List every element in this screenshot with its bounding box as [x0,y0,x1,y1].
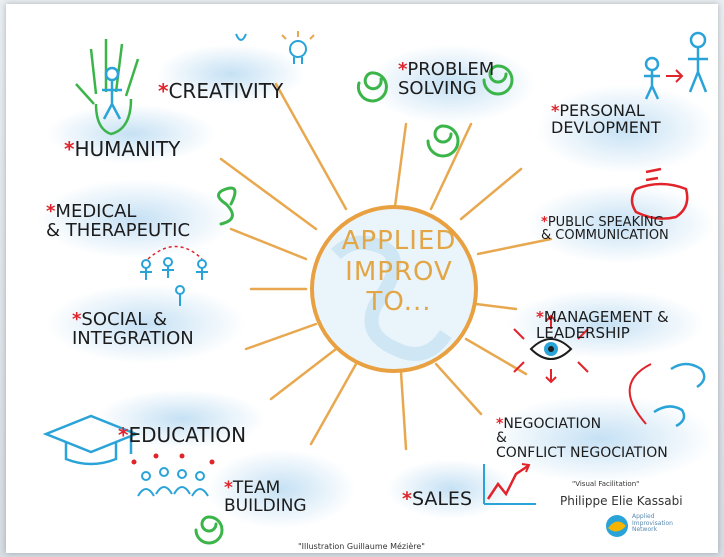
topic-label: Management & Leadership [536,307,669,342]
marker: * [551,100,560,120]
topic-medical: *Medical & Therapeutic [46,184,190,241]
topic-sales: *Sales [402,470,472,510]
credit-author: Philippe Elie Kassabi [560,494,683,508]
illustration-layer [42,31,708,545]
org-line-1: Applied [632,513,655,520]
marker: * [496,415,504,432]
center-globe-ring [310,205,478,373]
org-line-2: Improvisation [632,519,673,527]
people-network-icon [140,257,208,306]
credit-illustration: "Illustration Guillaume Mézière" [298,542,425,551]
topic-label: Problem Solving [398,58,495,99]
marker: * [536,307,544,326]
wash-problem [366,44,536,124]
expand-arrows-icon [513,314,589,384]
topic-label: Negociation & Conflict Negociation [496,415,668,462]
graduation-cap-icon [42,414,140,466]
topic-public-speaking: *Public Speaking & Communication [541,202,669,243]
topic-team-building: *Team Building [224,462,307,516]
topic-label: Team Building [224,477,307,516]
network-logo [606,515,628,537]
marker: * [541,214,548,230]
wash-team [206,449,356,529]
squiggle-icon [217,186,237,226]
speech-bubble-icon [630,167,689,220]
spiral-icon [482,64,514,96]
topic-personal-development: *Personal Devlopment [551,86,661,136]
topic-humanity: *Humanity [64,118,180,160]
curve-arrow-icon [628,363,652,425]
topic-label: Creativity [168,79,284,103]
center-title: Applied Improv to... [324,226,474,318]
credit-org: Applied Improvisation Network [632,513,673,534]
center-line-2: Improv [345,256,453,287]
wash-medical [36,179,236,259]
marker: * [158,79,169,103]
wash-humanity [46,104,216,164]
sunburst-rays [219,82,553,451]
topic-label: Medical & Therapeutic [46,200,191,241]
marker: * [118,423,129,447]
hearts-icon [131,453,215,465]
marker: * [64,137,75,161]
topic-social: *Social & Integration [72,292,194,349]
topic-label: Humanity [74,137,181,161]
topic-label: Education [128,423,247,447]
arrow-right-icon [666,69,684,83]
wash-personal [536,84,716,174]
topic-negociation: *Negociation & Conflict Negociation [496,402,668,461]
spiral-icon [356,71,388,103]
person-icon [102,66,122,120]
mind-map-sheet: Applied Improv to... *Creativity *Humani… [6,4,718,553]
topic-problem-solving: *Problem Solving [398,42,494,99]
wash-social [46,284,246,364]
org-line-3: Network [632,526,658,534]
spiral-icon [426,124,460,158]
topic-label: Public Speaking & Communication [541,214,669,244]
marker: * [72,308,82,330]
globe-continent [331,235,452,361]
center-line-3: to... [366,287,432,318]
spiral-icon [194,515,224,545]
team-figures-icon [137,467,209,497]
topic-label: Personal Devlopment [551,100,661,137]
handshake-icon [653,362,706,428]
eye-icon [529,338,573,360]
wash-public [526,184,716,264]
topic-label: Social & Integration [72,308,194,349]
credit-facilitation: "Visual Facilitation" [572,480,640,488]
marker: * [402,487,412,510]
lightbulb-icon [235,33,307,64]
topic-education: *Education [118,404,246,446]
marker: * [224,477,233,498]
lightbulb-rays-icon [281,31,315,40]
sales-chart-icon [483,463,536,505]
hand-icon [75,39,140,136]
marker: * [46,200,56,222]
topic-label: Sales [411,487,472,510]
growth-figures-icon [644,31,708,100]
marker: * [398,58,408,80]
center-line-1: Applied [341,226,457,256]
topic-management: *Management & Leadership [536,294,669,341]
connection-line [147,245,203,260]
topic-creativity: *Creativity [158,60,283,102]
